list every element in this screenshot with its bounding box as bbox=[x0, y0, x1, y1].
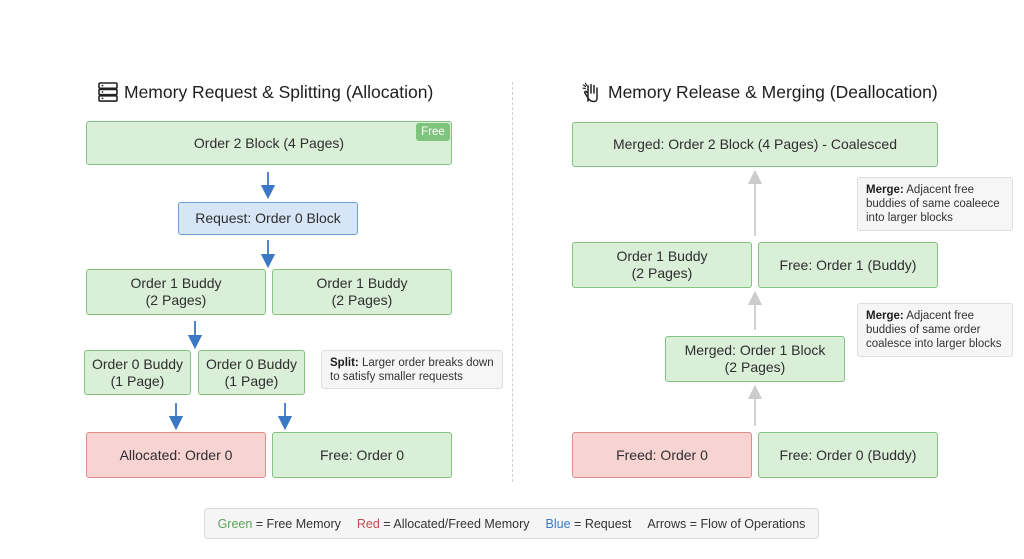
order1-buddy-left-label: Order 1 Buddy (2 Pages) bbox=[130, 275, 222, 308]
order1-buddy-merge: Order 1 Buddy (2 Pages) bbox=[572, 242, 752, 288]
merged-order2-label: Merged: Order 2 Block (4 Pages) - Coales… bbox=[612, 136, 897, 152]
deallocation-title: Memory Release & Merging (Deallocation) bbox=[581, 80, 938, 104]
merge-note-top-text: Adjacent free buddies of same coaleece i… bbox=[866, 184, 1000, 224]
merged-order2-block: Merged: Order 2 Block (4 Pages) - Coales… bbox=[572, 122, 938, 167]
free-order1-buddy-label: Free: Order 1 (Buddy) bbox=[779, 256, 917, 273]
section-divider bbox=[512, 82, 513, 482]
legend-green-rest: = Free Memory bbox=[252, 516, 341, 531]
legend-arrows: Arrows = Flow of Operations bbox=[647, 516, 806, 531]
request-block: Request: Order 0 Block bbox=[178, 202, 358, 235]
legend-blue-word: Blue bbox=[545, 516, 571, 531]
allocated-order0-block: Allocated: Order 0 bbox=[86, 432, 266, 478]
hand-release-icon bbox=[581, 81, 603, 103]
merge-note-top: Merge: Adjacent free buddies of same coa… bbox=[857, 177, 1013, 231]
legend-red-rest: = Allocated/Freed Memory bbox=[379, 516, 530, 531]
order0-buddy-right: Order 0 Buddy (1 Page) bbox=[198, 350, 305, 395]
merge-note-top-bold: Merge: bbox=[866, 184, 904, 196]
merged-order1-label: Merged: Order 1 Block (2 Pages) bbox=[684, 342, 826, 375]
server-stack-icon bbox=[97, 81, 119, 103]
merged-order1-block: Merged: Order 1 Block (2 Pages) bbox=[665, 336, 845, 382]
allocation-title-text: Memory Request & Splitting (Allocation) bbox=[124, 81, 434, 102]
deallocation-title-text: Memory Release & Merging (Deallocation) bbox=[608, 81, 938, 102]
order0-buddy-left-label: Order 0 Buddy (1 Page) bbox=[91, 355, 184, 389]
order2-block: Order 2 Block (4 Pages) bbox=[86, 121, 452, 165]
order2-block-label: Order 2 Block (4 Pages) bbox=[193, 134, 345, 151]
order0-buddy-left: Order 0 Buddy (1 Page) bbox=[84, 350, 191, 395]
order1-buddy-merge-label: Order 1 Buddy (2 Pages) bbox=[616, 248, 708, 281]
allocated-order0-label: Allocated: Order 0 bbox=[119, 446, 233, 463]
legend-red: Red = Allocated/Freed Memory bbox=[357, 517, 530, 531]
order1-buddy-right: Order 1 Buddy (2 Pages) bbox=[272, 269, 452, 315]
legend-red-word: Red bbox=[356, 516, 380, 531]
legend-blue-rest: = Request bbox=[570, 516, 632, 531]
split-note-bold: Split: bbox=[330, 357, 359, 369]
order1-buddy-right-label: Order 1 Buddy (2 Pages) bbox=[316, 275, 408, 308]
free-order1-buddy: Free: Order 1 (Buddy) bbox=[758, 242, 938, 288]
free-order0-label: Free: Order 0 bbox=[319, 446, 405, 463]
split-note: Split: Larger order breaks down to satis… bbox=[321, 350, 503, 389]
legend-green: Green = Free Memory bbox=[218, 517, 341, 531]
legend: Green = Free Memory Red = Allocated/Free… bbox=[204, 508, 819, 539]
free-badge: Free bbox=[416, 123, 450, 141]
allocation-title: Memory Request & Splitting (Allocation) bbox=[97, 80, 433, 104]
split-note-text: Larger order breaks down to satisfy smal… bbox=[330, 357, 494, 383]
legend-blue: Blue = Request bbox=[546, 517, 632, 531]
free-order0-buddy-label: Free: Order 0 (Buddy) bbox=[779, 446, 917, 463]
free-order0-buddy: Free: Order 0 (Buddy) bbox=[758, 432, 938, 478]
order0-buddy-right-label: Order 0 Buddy (1 Page) bbox=[205, 355, 298, 389]
free-order0-block: Free: Order 0 bbox=[272, 432, 452, 478]
merge-note-mid: Merge: Adjacent free buddies of same ord… bbox=[857, 303, 1013, 357]
merge-note-mid-text: Adjacent free buddies of same order coal… bbox=[866, 310, 1002, 350]
request-block-label: Request: Order 0 Block bbox=[195, 210, 341, 226]
legend-green-word: Green bbox=[217, 516, 253, 531]
merge-note-mid-bold: Merge: bbox=[866, 310, 904, 322]
freed-order0-label: Freed: Order 0 bbox=[616, 446, 708, 463]
freed-order0-block: Freed: Order 0 bbox=[572, 432, 752, 478]
order1-buddy-left: Order 1 Buddy (2 Pages) bbox=[86, 269, 266, 315]
